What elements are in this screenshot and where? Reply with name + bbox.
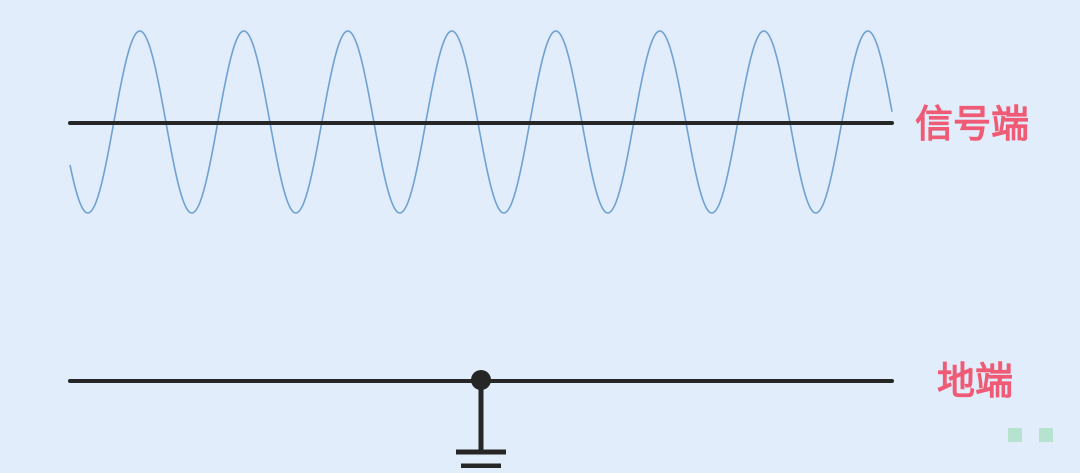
junction-dot: [471, 370, 491, 390]
sine-wave: [69, 30, 893, 214]
corner-badge-icon: [1039, 428, 1053, 442]
ground-terminal-label: 地端: [937, 359, 1014, 403]
corner-badge-icon: [1008, 428, 1022, 442]
signal-terminal-label: 信号端: [915, 102, 1030, 146]
